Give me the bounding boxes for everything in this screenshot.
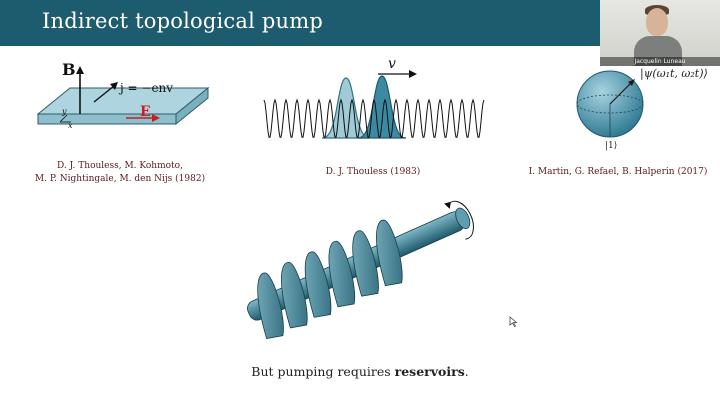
label-e: E	[140, 104, 151, 120]
e-field-arrowhead	[152, 114, 160, 122]
wave-packet-left	[321, 77, 371, 139]
label-v: v	[388, 56, 396, 72]
b-field-arrowhead	[76, 66, 84, 74]
participant-body	[634, 36, 682, 66]
hall-plate-figure: B j = −env E y x	[36, 60, 210, 130]
periodic-potential	[263, 98, 485, 138]
caption-prefix: But pumping requires	[251, 364, 395, 379]
label-ket-one: |1⟩	[605, 141, 617, 151]
slide-caption: But pumping requires reservoirs.	[0, 364, 720, 379]
mouse-cursor-icon	[509, 316, 518, 327]
state-vector-head	[628, 79, 635, 86]
archimedes-screw-figure	[247, 200, 474, 339]
wave-packet-right	[357, 75, 407, 139]
caption-keyword: reservoirs	[394, 364, 465, 379]
rotation-arrow	[447, 200, 474, 240]
label-j: j = −env	[118, 81, 173, 95]
citation-line-1: D. J. Thouless, M. Kohmoto,	[57, 161, 183, 171]
plate-side-face	[175, 86, 209, 126]
axis-y-arrow	[59, 114, 68, 123]
ket-psi-label: |ψ(ω₁t, ω₂t)⟩	[640, 67, 708, 80]
screw-end-cap	[455, 207, 471, 230]
wave-packet-figure: v	[263, 56, 485, 139]
participant-name-label: Jacquelin Luneau	[600, 57, 720, 66]
rotation-arrowhead	[444, 201, 451, 209]
label-axis-x: x	[68, 121, 73, 130]
j-current-arrow	[93, 85, 115, 103]
bloch-sphere-figure: |1⟩	[576, 70, 644, 151]
label-axis-y: y	[61, 107, 67, 116]
screw-blades	[257, 219, 403, 339]
participant-video[interactable]: Jacquelin Luneau	[600, 0, 720, 66]
citation-line-2: M. P. Nightingale, M. den Nijs (1982)	[34, 174, 206, 184]
citation-thouless-1982: D. J. Thouless, M. Kohmoto, M. P. Nighti…	[10, 160, 230, 186]
state-vector	[609, 81, 633, 105]
velocity-arrowhead	[409, 70, 417, 78]
screw-blade	[328, 240, 356, 308]
citation-martin-2017: I. Martin, G. Refael, B. Halperin (2017)	[528, 167, 708, 177]
screw-blade	[376, 219, 403, 287]
sphere-equator	[576, 94, 644, 114]
j-current-arrowhead	[110, 82, 118, 90]
slide-title: Indirect topological pump	[42, 9, 324, 33]
citation-thouless-1983: D. J. Thouless (1983)	[325, 167, 421, 177]
screw-blade	[304, 251, 332, 318]
screw-blade	[352, 230, 379, 297]
screw-blade	[281, 262, 308, 329]
caption-suffix: .	[464, 364, 469, 379]
participant-face	[646, 8, 668, 36]
screw-blade	[257, 272, 284, 339]
screw-assembly	[247, 200, 474, 339]
label-b: B	[62, 60, 76, 79]
